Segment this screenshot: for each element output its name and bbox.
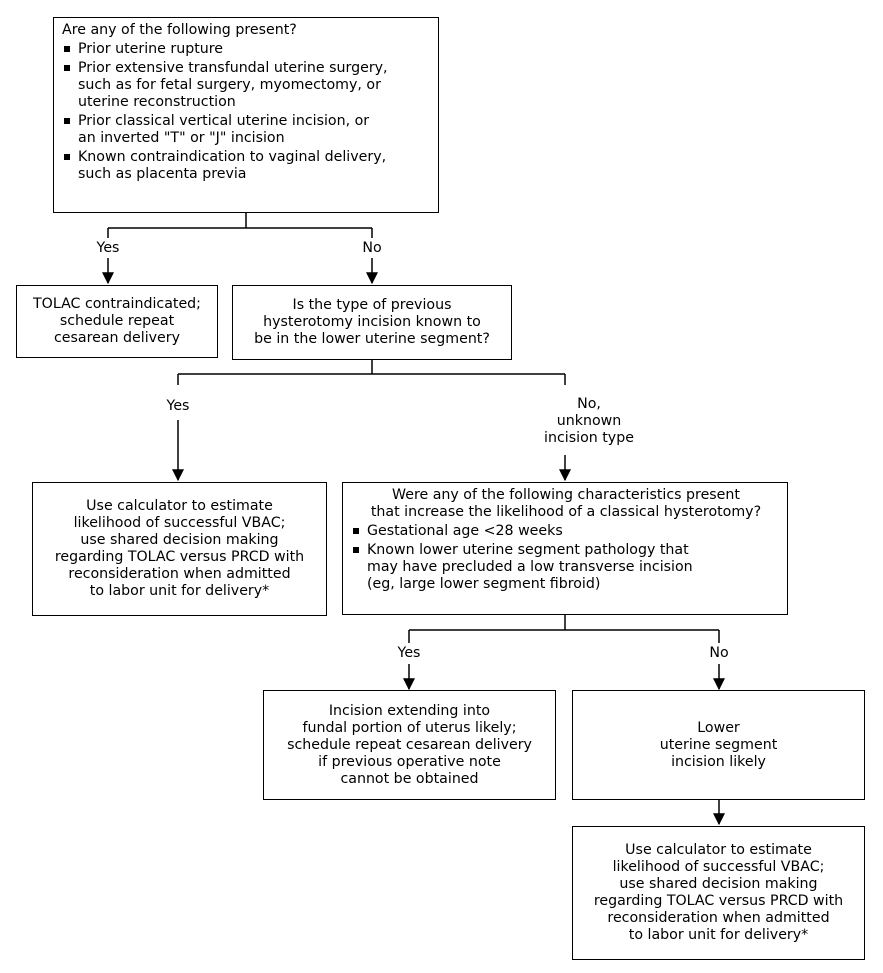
q1-yes-label: Yes	[96, 240, 120, 256]
incision-type-question-box: Is the type of previous hysterotomy inci…	[232, 285, 512, 360]
q2-no-label: No, unknown incision type	[544, 396, 634, 446]
list-item: Prior classical vertical uterine incisio…	[62, 113, 432, 147]
classical-hysterotomy-question-box: Were any of the following characteristic…	[342, 482, 788, 615]
vbac-calculator-box-right: Use calculator to estimate likelihood of…	[572, 826, 865, 960]
q2-yes-label: Yes	[166, 398, 190, 414]
list-item: Known lower uterine segment pathology th…	[351, 542, 781, 593]
list-item: Known contraindication to vaginal delive…	[62, 149, 432, 183]
contraindication-list: Prior uterine rupture Prior extensive tr…	[62, 41, 432, 183]
tolac-contraindicated-box: TOLAC contraindicated; schedule repeat c…	[16, 285, 218, 358]
lower-segment-incision-box: Lower uterine segment incision likely	[572, 690, 865, 800]
question-heading: Are any of the following present?	[62, 22, 297, 38]
fundal-incision-box: Incision extending into fundal portion o…	[263, 690, 556, 800]
q1-no-label: No	[362, 240, 382, 256]
list-item: Prior uterine rupture	[62, 41, 432, 58]
list-item: Gestational age <28 weeks	[351, 523, 781, 540]
q3-no-label: No	[709, 645, 729, 661]
characteristics-list: Gestational age <28 weeks Known lower ut…	[351, 523, 781, 593]
vbac-calculator-box-left: Use calculator to estimate likelihood of…	[32, 482, 327, 616]
list-item: Prior extensive transfundal uterine surg…	[62, 60, 432, 111]
contraindication-question-box: Are any of the following present? Prior …	[53, 17, 439, 213]
q3-yes-label: Yes	[397, 645, 421, 661]
